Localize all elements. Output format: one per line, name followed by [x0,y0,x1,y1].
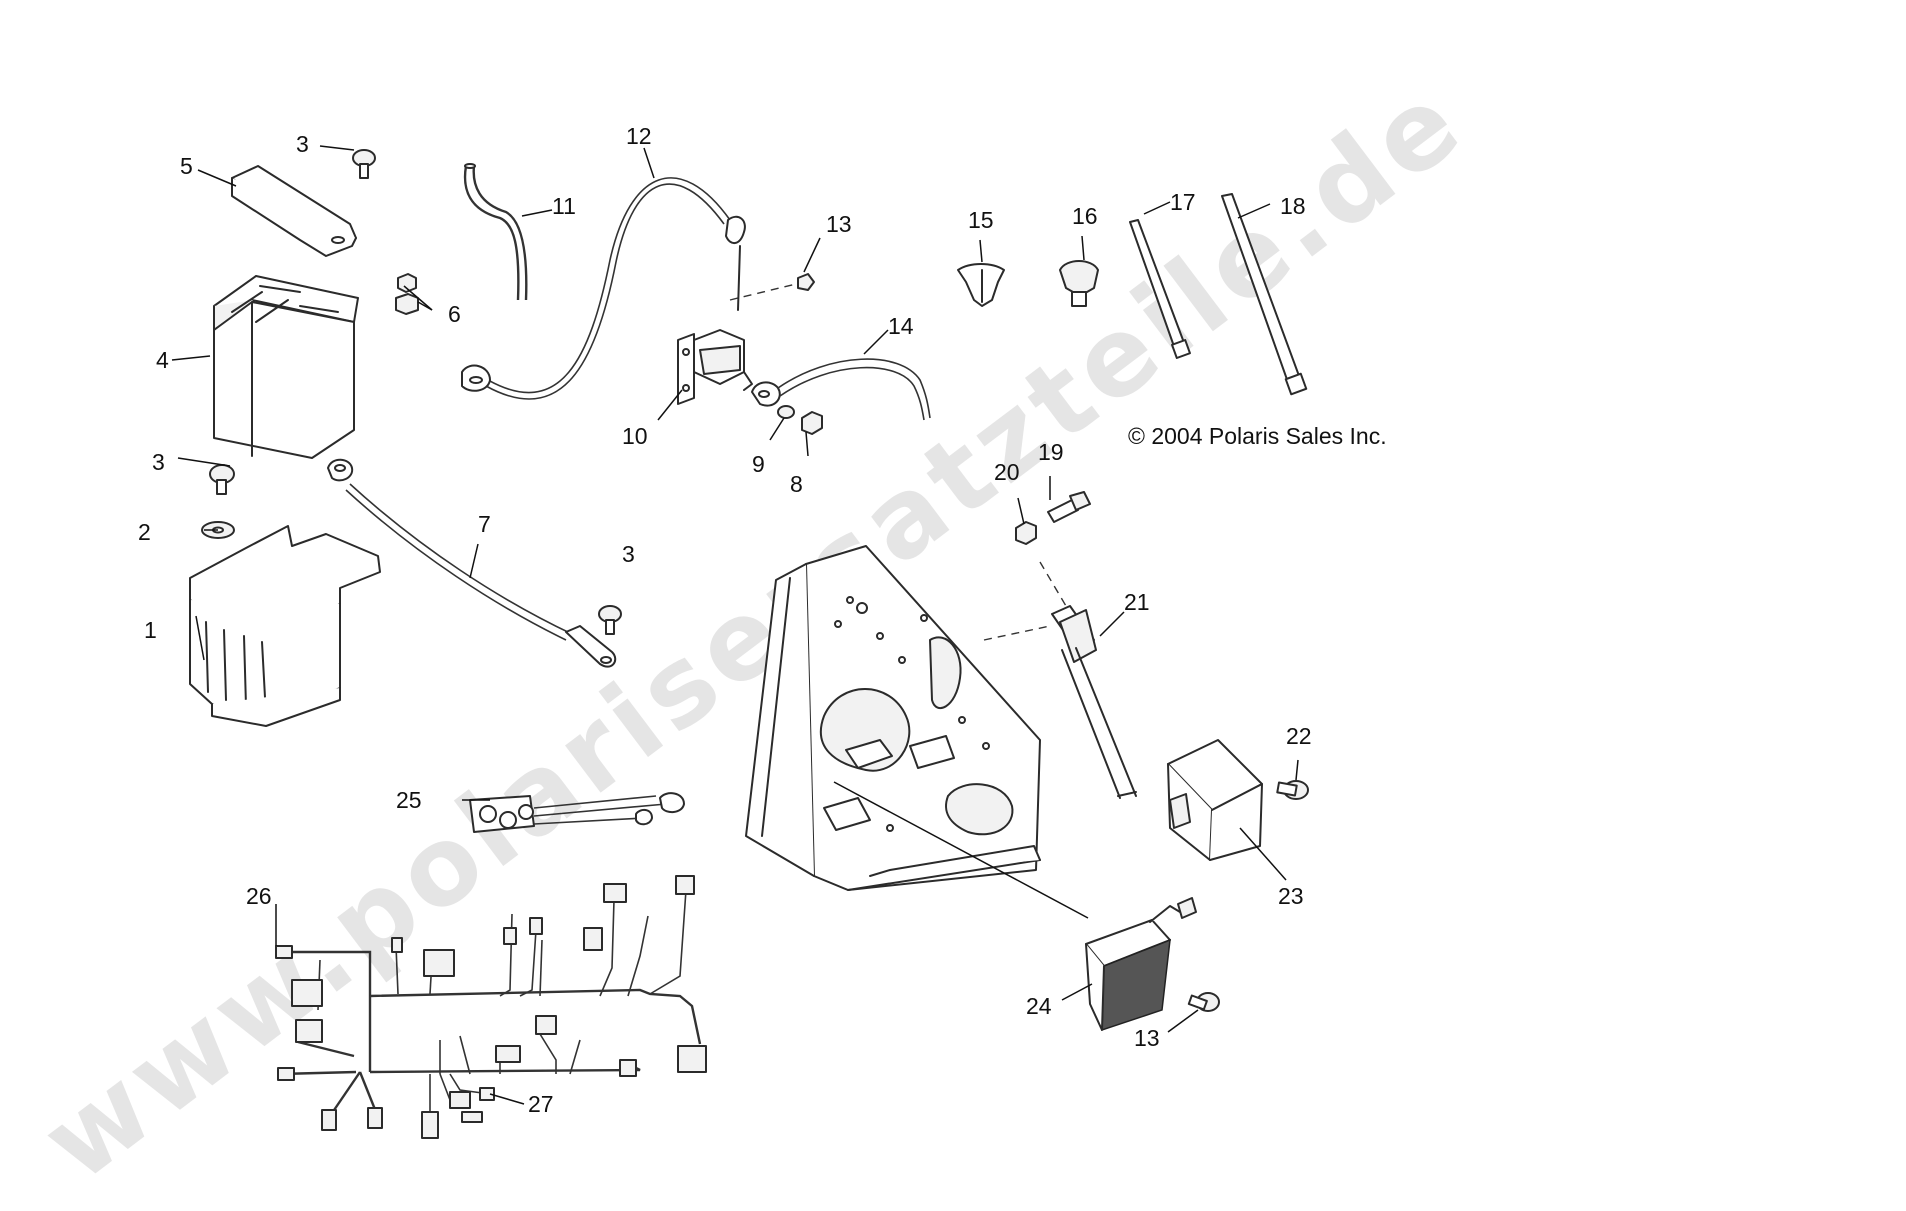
mounting-plate [745,545,1051,891]
part-24-regulator [833,781,1197,1032]
callout-14: 14 [888,313,914,339]
callout-labels: 1 2 3 3 3 4 5 6 7 8 9 10 11 12 13 13 14 … [138,123,1312,1117]
part-9-washer [777,405,795,419]
callout-5: 5 [180,153,193,179]
part-17-cable-tie [1129,219,1191,359]
callout-11: 11 [552,193,576,219]
callout-12: 12 [626,123,652,149]
part-23-control-module [1167,739,1263,861]
part-3-bolt-right [598,605,622,635]
callout-13-upper: 13 [826,211,852,237]
callout-6: 6 [448,301,461,327]
part-7-ground-cable [327,458,617,668]
callout-25: 25 [396,787,422,813]
callout-15: 15 [968,207,994,233]
callout-20: 20 [994,459,1020,485]
part-4-battery [213,275,359,459]
callout-16: 16 [1072,203,1098,229]
callout-17: 17 [1170,189,1196,215]
part-13-bolt-lower [1187,992,1220,1012]
leader-lines [171,145,1299,1105]
callout-1: 1 [144,617,157,643]
callout-19: 19 [1038,439,1064,465]
callout-23: 23 [1278,883,1304,909]
callout-13-lower: 13 [1134,1025,1160,1051]
callout-3-top: 3 [296,131,309,157]
callout-3-right: 3 [622,541,635,567]
callout-18: 18 [1280,193,1306,219]
part-20-nut [1015,521,1037,545]
callout-2: 2 [138,519,151,545]
part-3-bolt-top [352,149,376,179]
part-18-cable-tie [1221,193,1308,396]
part-19-bolt [1039,491,1091,607]
part-12-cable [461,177,746,400]
callout-7: 7 [478,511,491,537]
part-21-bracket [1051,605,1137,799]
part-5-holddown-strap [231,165,357,257]
part-16-clip [1059,260,1099,307]
part-26-wiring-harness [275,875,707,1139]
callout-8: 8 [790,471,803,497]
callout-21: 21 [1124,589,1150,615]
callout-27: 27 [528,1091,554,1117]
part-14-cable [751,358,931,421]
part-1-battery-box [189,525,381,727]
callout-4: 4 [156,347,169,373]
part-8-nut [801,411,823,435]
part-13-bolt-upper [729,273,815,301]
part-3-bolt-left [209,464,235,495]
copyright-notice: © 2004 Polaris Sales Inc. [1128,423,1387,449]
callout-9: 9 [752,451,765,477]
callout-22: 22 [1286,723,1312,749]
callout-26: 26 [246,883,272,909]
part-6-nuts [395,273,419,315]
callout-10: 10 [622,423,648,449]
part-25-cable-assembly [469,792,685,833]
part-10-starter-relay [677,329,753,405]
part-11-vent-tube [463,163,528,301]
part-22-bolt [1276,780,1309,800]
callout-24: 24 [1026,993,1052,1019]
part-15-clip [957,263,1005,307]
callout-3-left: 3 [152,449,165,475]
